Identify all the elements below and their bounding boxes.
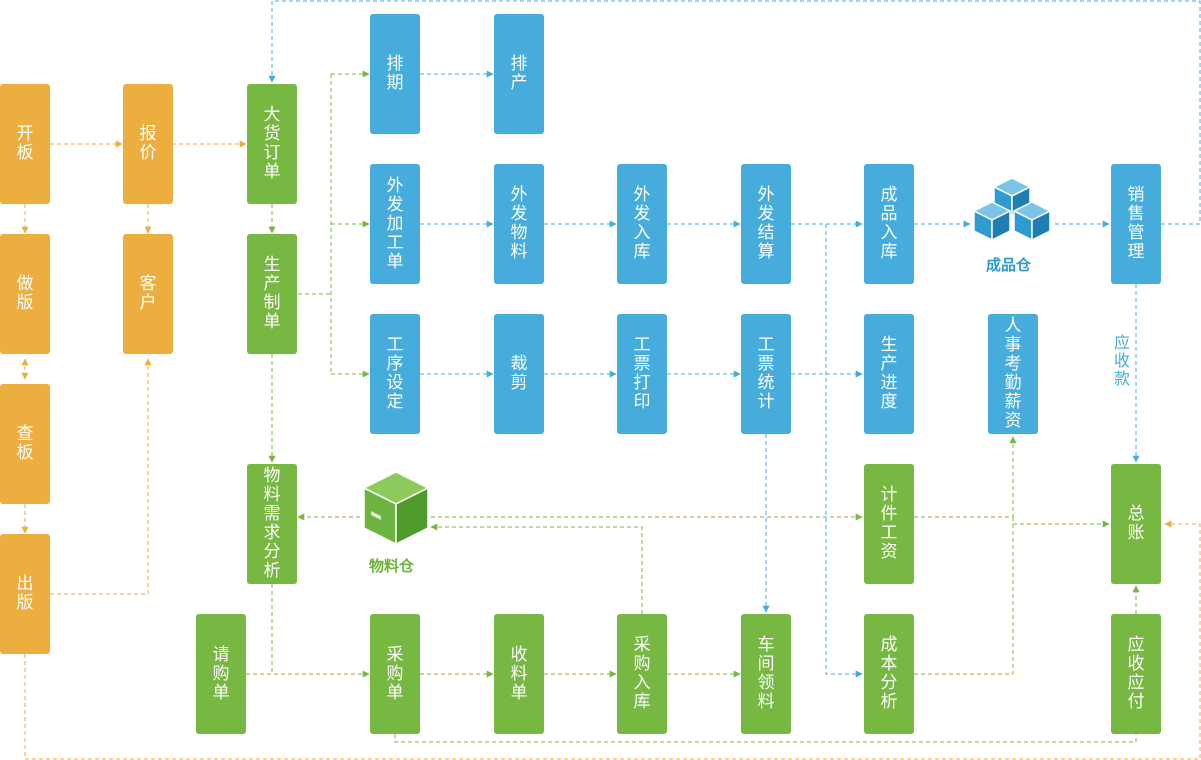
node-shengchan-jindu: 生产进度 xyxy=(864,314,914,434)
node-label: 计件工资 xyxy=(880,485,898,562)
node-label: 报价 xyxy=(139,124,157,163)
node-zuoban: 做版 xyxy=(0,234,50,354)
box-icon xyxy=(363,471,429,545)
node-jijian-gongzi: 计件工资 xyxy=(864,464,914,584)
node-chengpin-ruku: 成品入库 xyxy=(864,164,914,284)
node-label: 总账 xyxy=(1127,504,1145,543)
node-label: 车间领料 xyxy=(757,635,775,712)
node-label: 采购单 xyxy=(386,644,404,703)
node-label: 排期 xyxy=(386,54,404,93)
node-kaiban: 开板 xyxy=(0,84,50,204)
node-label: 人事考勤薪资 xyxy=(1004,316,1022,431)
node-label: 外发结算 xyxy=(757,185,775,262)
node-qinggou-dan: 请购单 xyxy=(196,614,246,734)
node-label: 开板 xyxy=(16,124,34,163)
node-chengben-fenxi: 成本分析 xyxy=(864,614,914,734)
node-label: 销售管理 xyxy=(1127,185,1145,262)
node-waifa-jiesuan: 外发结算 xyxy=(741,164,791,284)
materials-label: 物料仓 xyxy=(369,557,415,575)
node-label: 请购单 xyxy=(212,644,230,703)
node-label: 做版 xyxy=(16,274,34,313)
node-caijian: 裁剪 xyxy=(494,314,544,434)
node-chuban: 出版 xyxy=(0,534,50,654)
node-label: 成本分析 xyxy=(880,635,898,712)
node-label: 应收应付 xyxy=(1127,635,1145,712)
finished-goods-label: 成品仓 xyxy=(986,256,1032,274)
node-renshi-kaoqin: 人事考勤薪资 xyxy=(988,314,1038,434)
node-wuliao-xuqiu: 物料需求分析 xyxy=(247,464,297,584)
node-label: 生产制单 xyxy=(263,255,281,332)
node-waifa-jiagong: 外发加工单 xyxy=(370,164,420,284)
node-label: 外发加工单 xyxy=(386,175,404,272)
node-waifa-wuliao: 外发物料 xyxy=(494,164,544,284)
node-label: 排产 xyxy=(510,54,528,93)
node-kehu: 客户 xyxy=(123,234,173,354)
node-label: 客户 xyxy=(139,274,157,313)
node-label: 外发物料 xyxy=(510,185,528,262)
receivables-label: 应收款 xyxy=(1113,333,1131,388)
node-label: 外发入库 xyxy=(633,185,651,262)
node-xiaoshou-guanli: 销售管理 xyxy=(1111,164,1161,284)
node-label: 物料需求分析 xyxy=(263,466,281,581)
node-label: 收料单 xyxy=(510,644,528,703)
node-gongpiao-dayin: 工票打印 xyxy=(617,314,667,434)
node-caigou-dan: 采购单 xyxy=(370,614,420,734)
node-baojia: 报价 xyxy=(123,84,173,204)
node-label: 大货订单 xyxy=(263,105,281,182)
node-label: 工票统计 xyxy=(757,335,775,412)
node-shengchan-zhidan: 生产制单 xyxy=(247,234,297,354)
node-gongpiao-tongji: 工票统计 xyxy=(741,314,791,434)
node-label: 生产进度 xyxy=(880,335,898,412)
node-zongzhang: 总账 xyxy=(1111,464,1161,584)
node-yingshou-yingfu: 应收应付 xyxy=(1111,614,1161,734)
node-shouliao-dan: 收料单 xyxy=(494,614,544,734)
node-label: 裁剪 xyxy=(510,354,528,393)
node-label: 采购入库 xyxy=(633,635,651,712)
node-caigou-ruku: 采购入库 xyxy=(617,614,667,734)
cubes-icon xyxy=(973,177,1051,241)
node-paiqi: 排期 xyxy=(370,14,420,134)
node-paichan: 排产 xyxy=(494,14,544,134)
node-label: 工票打印 xyxy=(633,335,651,412)
node-chaban: 查板 xyxy=(0,384,50,504)
node-dahuo-dingdan: 大货订单 xyxy=(247,84,297,204)
node-label: 成品入库 xyxy=(880,185,898,262)
node-label: 工序设定 xyxy=(386,335,404,412)
node-gongxu-sheding: 工序设定 xyxy=(370,314,420,434)
node-label: 查板 xyxy=(16,424,34,463)
node-waifa-ruku: 外发入库 xyxy=(617,164,667,284)
node-chejian-lingliao: 车间领料 xyxy=(741,614,791,734)
node-label: 出版 xyxy=(16,574,34,613)
